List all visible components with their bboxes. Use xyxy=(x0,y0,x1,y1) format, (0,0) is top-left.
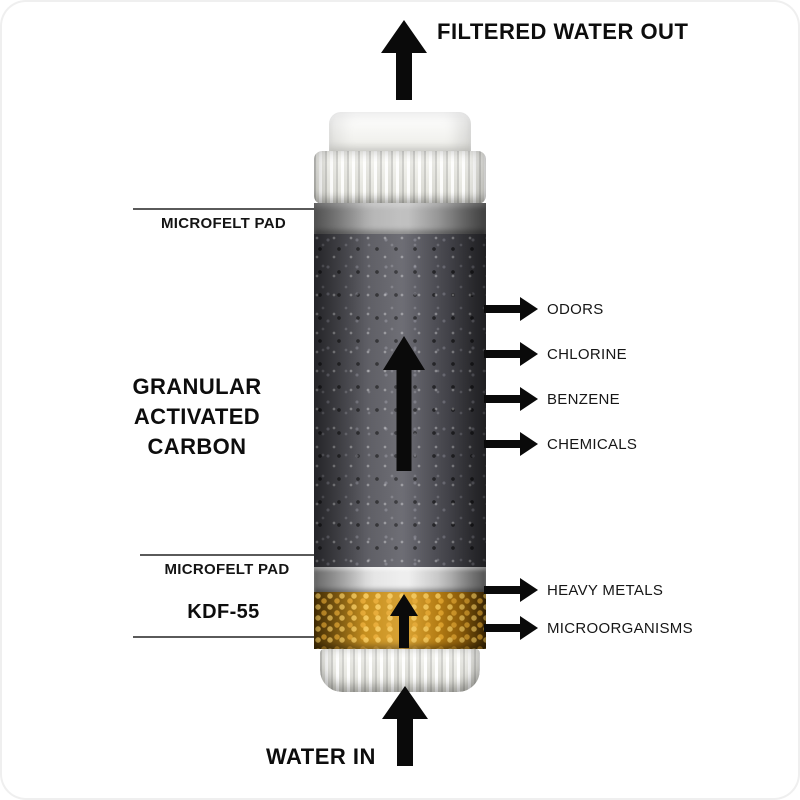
right-arrow-icon xyxy=(484,578,538,602)
right-arrow-icon xyxy=(484,387,538,411)
kdf-flow-arrow-icon xyxy=(390,594,418,648)
heavy-metals-label: HEAVY METALS xyxy=(547,581,664,599)
callout-benzene: BENZENE xyxy=(484,387,620,411)
filter-base xyxy=(320,649,480,692)
carbon-flow-arrow-icon xyxy=(383,336,425,471)
callout-microorganisms: MICROORGANISMS xyxy=(484,616,693,640)
right-arrow-icon xyxy=(484,297,538,321)
filtered-water-out-arrow-icon xyxy=(381,20,427,100)
callout-heavy-metals: HEAVY METALS xyxy=(484,578,663,602)
granular-activated-carbon-label: GRANULAR ACTIVATED CARBON xyxy=(92,372,302,462)
kdf-55-leader-line xyxy=(133,636,314,638)
filter-cap xyxy=(329,112,471,154)
gac-label-line-3: CARBON xyxy=(147,434,247,459)
cap-ribbed-collar xyxy=(314,151,486,204)
right-arrow-icon xyxy=(484,432,538,456)
microfelt-pad-top-label: MICROFELT PAD xyxy=(161,215,286,232)
benzene-label: BENZENE xyxy=(547,390,620,408)
odors-label: ODORS xyxy=(547,300,604,318)
water-in-label: WATER IN xyxy=(266,744,376,769)
microorganisms-label: MICROORGANISMS xyxy=(547,619,693,637)
right-arrow-icon xyxy=(484,342,538,366)
chemicals-label: CHEMICALS xyxy=(547,435,638,453)
callout-chlorine: CHLORINE xyxy=(484,342,627,366)
filtered-water-out-label: FILTERED WATER OUT xyxy=(437,19,689,44)
microfelt-pad-top-callout: MICROFELT PAD xyxy=(133,208,314,233)
microfelt-pad-bottom-label: MICROFELT PAD xyxy=(164,561,290,578)
kdf-55-label: KDF-55 xyxy=(187,601,260,623)
microfelt-pad-top-band xyxy=(314,203,486,234)
callout-odors: ODORS xyxy=(484,297,604,321)
gac-label-line-1: GRANULAR xyxy=(132,374,262,399)
callout-chemicals: CHEMICALS xyxy=(484,432,637,456)
gac-label-line-2: ACTIVATED xyxy=(133,404,261,429)
right-arrow-icon xyxy=(484,616,538,640)
water-in-arrow-icon xyxy=(382,686,428,766)
chlorine-label: CHLORINE xyxy=(547,345,627,363)
microfelt-pad-bottom-band xyxy=(314,567,486,592)
microfelt-pad-bottom-callout: MICROFELT PAD xyxy=(140,554,314,579)
